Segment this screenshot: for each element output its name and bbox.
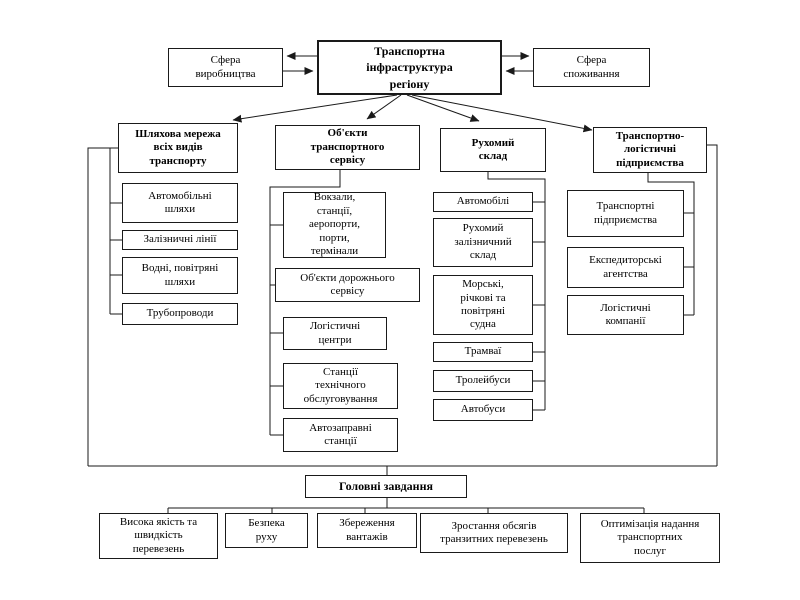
node-stations-airports-ports: Вокзали, станції, аеропорти, порти, терм… xyxy=(283,191,386,258)
node-task-transit-growth: Зростання обсягів транзитних перевезень xyxy=(420,513,568,553)
node-fuel-stations: Автозаправні станції xyxy=(283,418,398,452)
node-task-service-optimization: Оптимізація надання транспортних послуг xyxy=(580,513,720,563)
node-rolling-stock-header: Рухомий склад xyxy=(440,128,546,172)
node-trams: Трамваї xyxy=(433,342,533,362)
node-buses: Автобуси xyxy=(433,399,533,421)
node-automobile-roads: Автомобільні шляхи xyxy=(122,183,238,223)
node-logistics-centers: Логістичні центри xyxy=(283,317,387,350)
node-trolleybuses: Тролейбуси xyxy=(433,370,533,392)
node-task-traffic-safety: Безпека руху xyxy=(225,513,308,548)
node-railway-rolling-stock: Рухомий залізничний склад xyxy=(433,218,533,267)
node-pipelines: Трубопроводи xyxy=(122,303,238,325)
node-road-service-objects: Об'єкти дорожнього сервісу xyxy=(275,268,420,302)
node-logistics-companies: Логістичні компанії xyxy=(567,295,684,335)
node-service-objects-header: Об'єкти транспортного сервісу xyxy=(275,125,420,170)
node-transport-enterprises: Транспортні підприємства xyxy=(567,190,684,237)
node-task-quality-speed: Висока якість та швидкість перевезень xyxy=(99,513,218,559)
node-task-cargo-preservation: Збереження вантажів xyxy=(317,513,417,548)
node-sphere-consumption: Сфера споживання xyxy=(533,48,650,87)
node-sea-river-air-vessels: Морські, річкові та повітряні судна xyxy=(433,275,533,335)
node-water-air-routes: Водні, повітряні шляхи xyxy=(122,257,238,294)
node-forwarding-agencies: Експедиторські агентства xyxy=(567,247,684,288)
node-root-transport-infrastructure: Транспортна інфраструктура регіону xyxy=(317,40,502,95)
node-road-network-header: Шляхова мережа всіх видів транспорту xyxy=(118,123,238,173)
node-railway-lines: Залізничні лінії xyxy=(122,230,238,250)
node-automobiles: Автомобілі xyxy=(433,192,533,212)
node-main-tasks-header: Головні завдання xyxy=(305,475,467,498)
node-technical-service-stations: Станції технічного обслуговування xyxy=(283,363,398,409)
node-sphere-production: Сфера виробництва xyxy=(168,48,283,87)
node-logistics-enterprises-header: Транспортно- логістичні підприємства xyxy=(593,127,707,173)
